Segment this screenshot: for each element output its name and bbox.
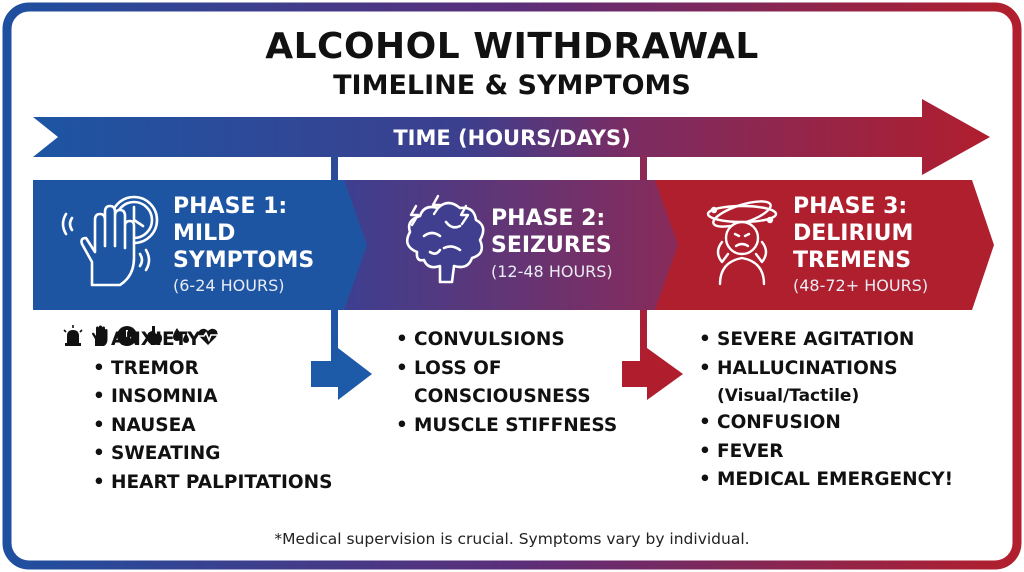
alarm-icon — [63, 325, 83, 346]
list-item: TREMOR — [93, 355, 332, 384]
hand-tremor-clock-icon — [61, 195, 159, 287]
timeline-arrow — [33, 99, 990, 175]
phase-1-time: (6-24 HOURS) — [173, 276, 285, 295]
list-item-continuation: CONSCIOUSNESS — [414, 386, 591, 407]
list-item: HEART PALPITATIONS — [93, 469, 332, 498]
phase-2-title-line1: PHASE 2: — [491, 206, 606, 231]
list-item: INSOMNIA — [93, 383, 332, 412]
connector-arrow-2 — [622, 348, 683, 400]
phase-2-symptom-list: CONVULSIONS LOSS OF CONSCIOUSNESS MUSCLE… — [396, 326, 617, 440]
list-item: LOSS OF — [396, 355, 617, 384]
phase-2-time: (12-48 HOURS) — [491, 262, 613, 281]
list-item: CONVULSIONS — [396, 326, 617, 355]
phase-3-title-line1: PHASE 3: — [793, 194, 908, 219]
phase-3-banner — [655, 180, 994, 310]
main-title: ALCOHOL WITHDRAWAL — [265, 26, 759, 67]
phase-1-title: PHASE 1: MILD SYMPTOMS — [173, 193, 314, 274]
list-item: MUSCLE STIFFNESS — [396, 412, 617, 441]
phase-3-title-line2: DELIRIUM — [793, 221, 914, 246]
phase-1-title-line3: SYMPTOMS — [173, 248, 315, 273]
list-item: CONFUSION — [699, 409, 953, 438]
list-item: FEVER — [699, 438, 953, 467]
footnote: *Medical supervision is crucial. Symptom… — [274, 530, 750, 548]
confused-person-icon — [706, 200, 778, 286]
list-item: SWEATING — [93, 440, 332, 469]
list-item: NAUSEA — [93, 412, 332, 441]
phase-1-title-line1: PHASE 1: — [173, 194, 288, 219]
list-item: MEDICAL EMERGENCY! — [699, 466, 953, 495]
phase-3-symptom-list: SEVERE AGITATION HALLUCINATIONS (Visual/… — [699, 326, 953, 495]
list-item: HALLUCINATIONS — [699, 355, 953, 384]
list-item: ANXIETY — [93, 326, 332, 355]
brain-lightning-icon — [405, 194, 485, 284]
list-item-continuation: (Visual/Tactile) — [717, 386, 860, 406]
phase-2-title: PHASE 2: SEIZURES — [491, 205, 612, 259]
phase-1-title-line2: MILD — [173, 221, 236, 246]
phase-2-title-line2: SEIZURES — [491, 233, 612, 258]
timeline-label: TIME (HOURS/DAYS) — [393, 126, 631, 150]
phase-1-symptom-list: ANXIETY TREMOR INSOMNIA NAUSEA SWEATING … — [93, 326, 332, 497]
phase-3-title-line3: TREMENS — [793, 248, 912, 273]
list-item: SEVERE AGITATION — [699, 326, 953, 355]
sub-title: TIMELINE & SYMPTOMS — [333, 70, 691, 101]
phase-3-title: PHASE 3: DELIRIUM TREMENS — [793, 193, 913, 274]
phase-3-time: (48-72+ HOURS) — [793, 276, 929, 295]
